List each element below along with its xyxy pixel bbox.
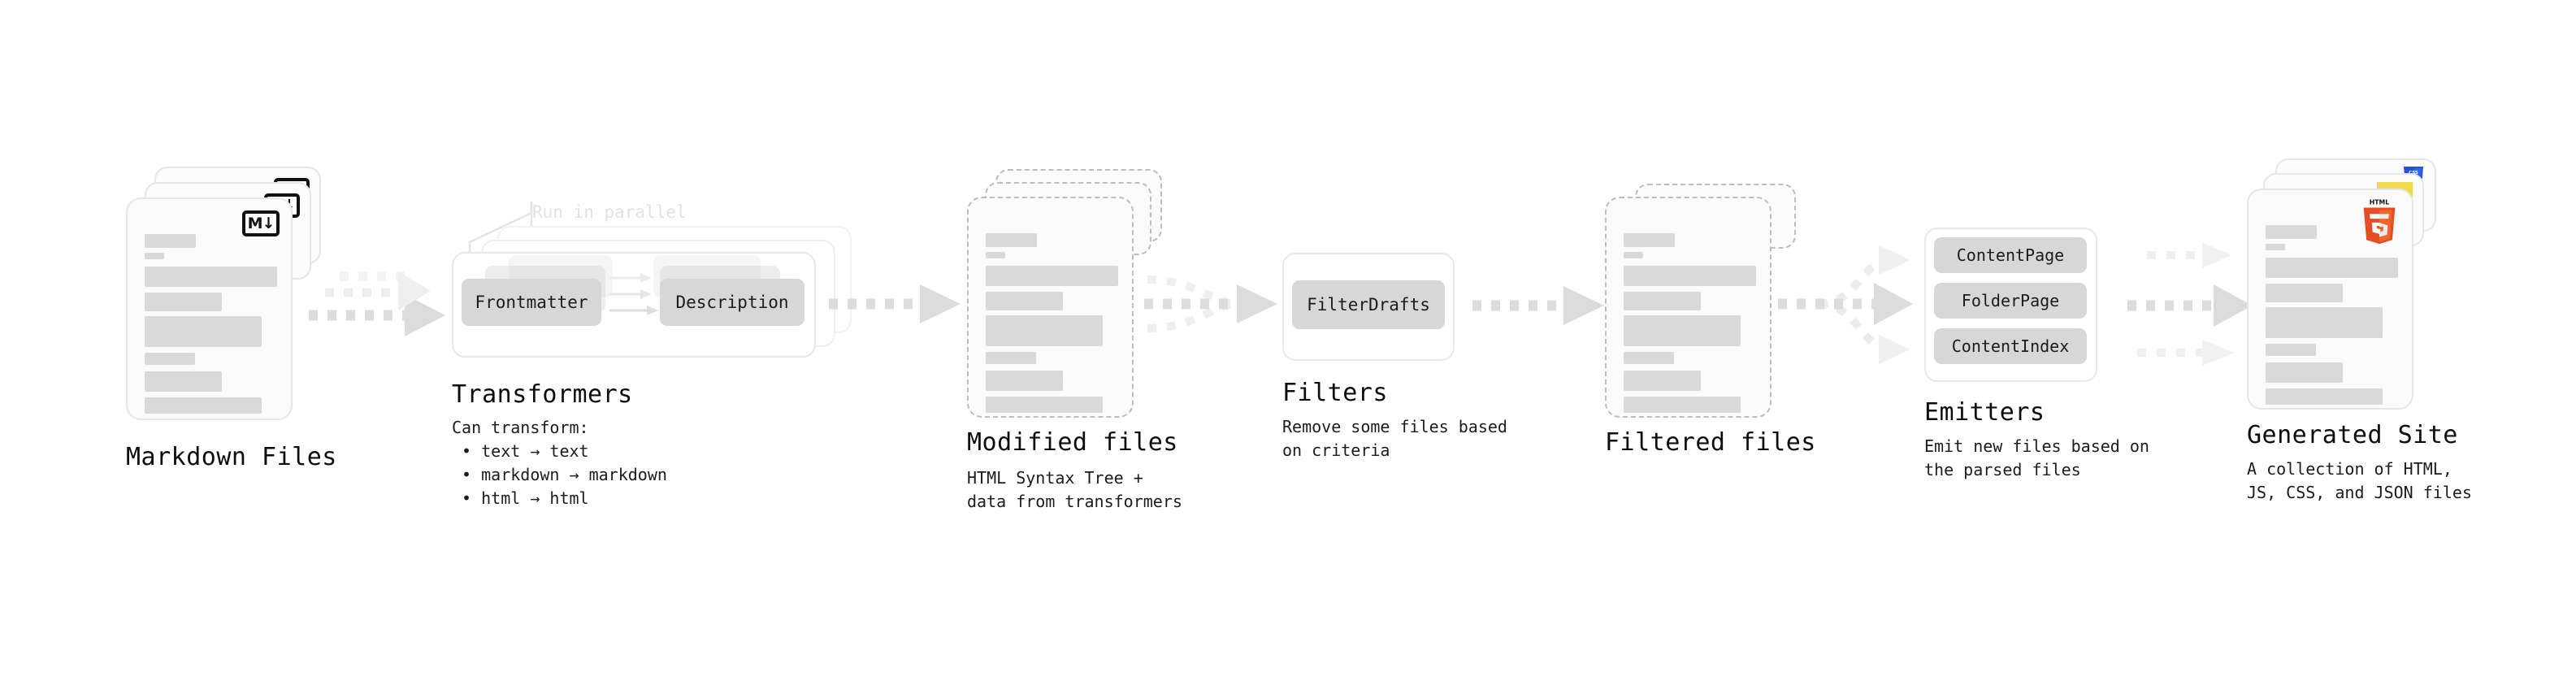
- content-bar: [1624, 315, 1741, 346]
- content-bar: [2266, 307, 2383, 338]
- svg-text:HTML: HTML: [2370, 199, 2389, 206]
- content-bar: [986, 352, 1036, 364]
- stage-title-filters: Filters: [1282, 379, 1388, 407]
- content-bar: [145, 316, 262, 347]
- content-bar: [2266, 258, 2398, 278]
- content-bar: [2266, 344, 2316, 356]
- stage-title-generated-site: Generated Site: [2247, 421, 2458, 449]
- emitter-chip-folderpage[interactable]: FolderPage: [1934, 283, 2087, 319]
- content-bar: [986, 266, 1118, 286]
- stage-title-transformers: Transformers: [452, 380, 633, 409]
- stage-description-generated-site: A collection of HTML, JS, CSS, and JSON …: [2247, 459, 2472, 502]
- content-bar: [1624, 397, 1741, 413]
- transformer-chip-frontmatter[interactable]: Frontmatter: [462, 279, 601, 326]
- stage-description-emitters: Emit new files based on the parsed files: [1924, 436, 2149, 479]
- stage-description-filters: Remove some files based on criteria: [1282, 417, 1507, 460]
- stage-title-markdown-files: Markdown Files: [126, 443, 337, 471]
- content-bar: [2266, 388, 2383, 405]
- content-bar: [1624, 371, 1701, 391]
- run-in-parallel-label: Run in parallel: [532, 202, 687, 222]
- html5-badge: HTML: [2363, 199, 2396, 245]
- transformer-chip-description[interactable]: Description: [660, 279, 804, 326]
- filtered-card-front: [1605, 197, 1772, 418]
- stage-description-transformers: Can transform: • text → text • markdown …: [452, 418, 667, 508]
- content-bar: [986, 315, 1103, 346]
- transformer-inner-arrows: [609, 273, 658, 315]
- content-bar: [1624, 233, 1675, 247]
- stage-title-modified-files: Modified files: [967, 428, 1178, 457]
- content-bar: [2266, 362, 2343, 383]
- stage-title-emitters: Emitters: [1924, 398, 2045, 427]
- emitter-chip-contentindex[interactable]: ContentIndex: [1934, 328, 2087, 364]
- content-bar: [986, 397, 1103, 413]
- content-bar: [1624, 266, 1756, 286]
- arrow-modified-to-filters: [1144, 275, 1277, 332]
- content-bar: [986, 233, 1037, 247]
- filter-chip-filterdrafts[interactable]: FilterDrafts: [1292, 280, 1445, 329]
- arrow-filters-to-filtered: [1472, 286, 1604, 325]
- modified-card-front: [967, 197, 1134, 418]
- content-bar: [145, 293, 222, 311]
- content-bar: [986, 371, 1063, 391]
- content-bar: [1624, 292, 1701, 310]
- arrow-markdown-to-transformers: [309, 271, 445, 336]
- content-bar: [2266, 244, 2285, 250]
- content-bar: [2266, 284, 2343, 302]
- content-bar: [145, 253, 164, 259]
- content-bar: [145, 397, 262, 414]
- content-bar: [2266, 225, 2317, 239]
- content-bar: [145, 371, 222, 392]
- content-bar: [145, 234, 196, 248]
- content-bar: [145, 267, 277, 287]
- content-bar: [1624, 252, 1643, 258]
- site-card-front: HTML: [2247, 189, 2413, 410]
- content-bar: [1624, 352, 1674, 364]
- arrow-filtered-to-emitters: [1778, 245, 1913, 364]
- stage-title-filtered-files: Filtered files: [1605, 428, 1816, 457]
- content-bar: [986, 292, 1063, 310]
- content-bar: [145, 353, 195, 365]
- arrow-transformers-to-modified: [829, 284, 961, 323]
- markdown-badge: M↓: [242, 210, 280, 236]
- content-bar: [986, 252, 1005, 258]
- markdown-card-front: M↓: [126, 197, 293, 420]
- stage-description-modified-files: HTML Syntax Tree + data from transformer…: [967, 468, 1182, 511]
- emitter-chip-contentpage[interactable]: ContentPage: [1934, 237, 2087, 273]
- arrow-emitters-to-site: [2127, 242, 2253, 366]
